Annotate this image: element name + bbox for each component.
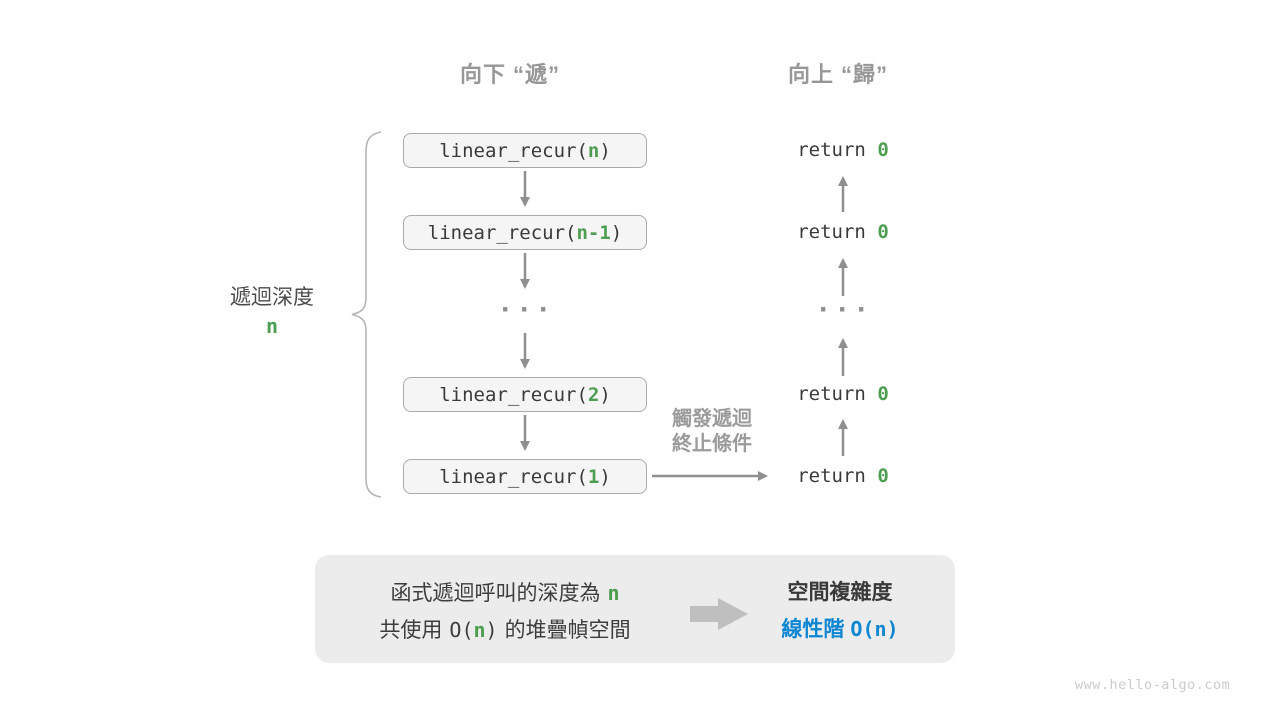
return-keyword: return (797, 139, 878, 161)
return-keyword: return (797, 221, 878, 243)
return-statement-1: return 0 (753, 139, 933, 161)
call-box-2: linear_recur(2) (403, 377, 647, 412)
recursion-depth-value: n (265, 314, 279, 338)
return-value: 0 (877, 221, 889, 243)
return-value: 0 (877, 139, 889, 161)
termination-note-line1: 觸發遞迴 (672, 408, 752, 430)
return-keyword: return (797, 465, 878, 487)
call-box-n-1: linear_recur(n-1) (403, 215, 647, 250)
summary-depth-line: 函式遞迴呼叫的深度為 n (315, 577, 695, 607)
termination-condition-note: 觸發遞迴 終止條件 (632, 407, 792, 457)
complexity-order-text: 線性階 (781, 618, 845, 641)
call-text-post: ) (610, 221, 623, 244)
header-downward-recurse: 向下 “遞” (459, 62, 561, 87)
call-arg: n-1 (576, 221, 611, 244)
summary-depth-arg: n (607, 581, 620, 605)
call-text-post: ) (599, 139, 611, 162)
call-text-post: ) (599, 383, 611, 406)
site-watermark: www.hello-algo.com (1075, 677, 1231, 693)
recursion-depth-label: 遞迴深度 (230, 286, 314, 309)
implies-arrow-icon (690, 598, 748, 630)
call-arg: n (587, 139, 600, 162)
call-box-1: linear_recur(1) (403, 459, 647, 494)
summary-space-pre: 共使用 (379, 619, 443, 642)
summary-space-post: 的堆疊幀空間 (504, 619, 631, 642)
space-complexity-title: 空間複雜度 (787, 581, 893, 604)
return-statement-3: return 0 (753, 383, 933, 405)
return-statement-2: return 0 (753, 221, 933, 243)
summary-space-arg: n (473, 618, 486, 642)
call-arg: 1 (587, 465, 600, 488)
call-box-n: linear_recur(n) (403, 133, 647, 168)
ellipsis-recurse: ··· (501, 293, 558, 326)
termination-note-line2: 終止條件 (672, 433, 752, 455)
call-text-pre: linear_recur( (439, 139, 588, 162)
call-arg: 2 (587, 383, 600, 406)
complexity-big-o: O(n) (850, 617, 899, 641)
return-keyword: return (797, 383, 878, 405)
return-statement-4: return 0 (753, 465, 933, 487)
call-text-post: ) (599, 465, 611, 488)
return-value: 0 (877, 465, 889, 487)
call-text-pre: linear_recur( (427, 221, 577, 244)
depth-brace (351, 131, 382, 498)
header-upward-return: 向上 “歸” (787, 62, 889, 87)
summary-space-code-close: ) (485, 618, 498, 642)
summary-depth-text: 函式遞迴呼叫的深度為 (390, 582, 601, 605)
call-text-pre: linear_recur( (439, 383, 588, 406)
call-text-pre: linear_recur( (439, 465, 588, 488)
return-value: 0 (877, 383, 889, 405)
summary-space-code-open: O( (449, 618, 474, 642)
ellipsis-return: ··· (819, 293, 876, 326)
summary-space-line: 共使用 O(n) 的堆疊幀空間 (315, 614, 695, 644)
